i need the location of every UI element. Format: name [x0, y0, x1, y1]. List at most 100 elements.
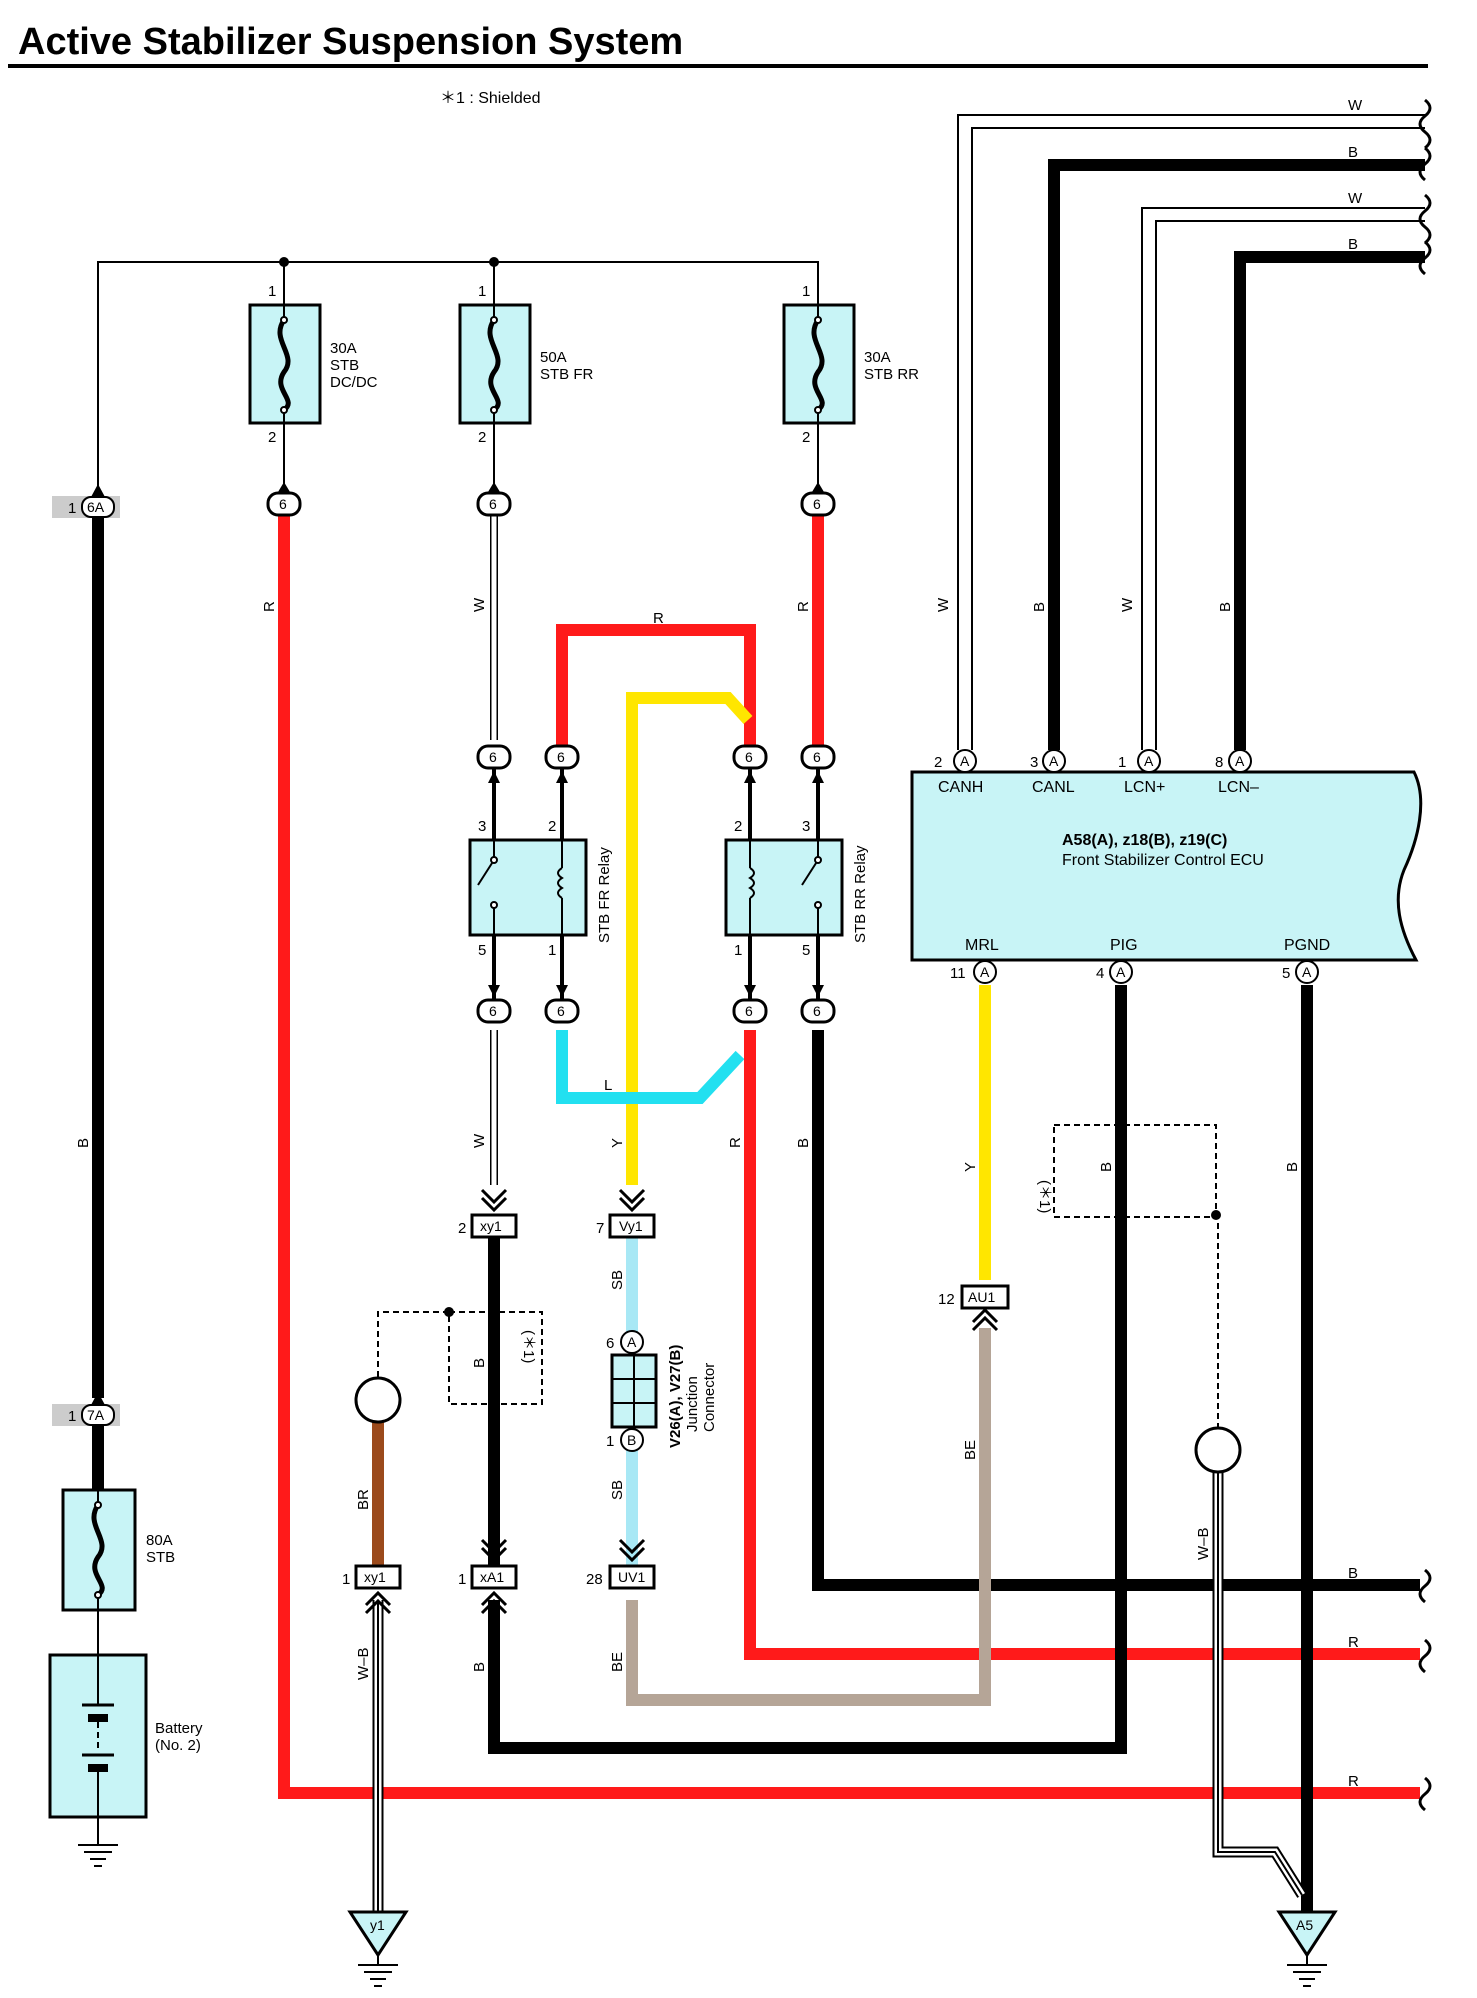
svg-text:A: A	[960, 753, 970, 769]
connector-6-rr-relay-1-bottom: 6	[732, 998, 768, 1024]
svg-text:6: 6	[813, 749, 821, 765]
connector-6-fr-top: 6	[476, 482, 512, 517]
battery: Battery (No. 2)	[48, 1653, 203, 1845]
svg-text:AU1: AU1	[968, 1289, 995, 1305]
wire-r-bridge	[556, 624, 756, 745]
wire-be	[626, 1328, 991, 1706]
svg-text:8: 8	[1215, 754, 1223, 771]
svg-text:A: A	[1116, 964, 1126, 980]
svg-text:W–B: W–B	[355, 1647, 372, 1680]
svg-text:1: 1	[478, 283, 486, 300]
svg-text:B: B	[627, 1432, 636, 1448]
svg-text:R: R	[653, 610, 664, 627]
wire-labels: W B W B B R R R L R W R W B W B B W Y R …	[75, 97, 1363, 1790]
svg-text:1: 1	[1118, 754, 1126, 771]
svg-text:6A: 6A	[87, 499, 105, 515]
connector-vy1: 7 Vy1	[596, 1188, 656, 1239]
svg-text:B: B	[1348, 1565, 1358, 1582]
connector-6-rr-relay-2-top: 6	[732, 744, 768, 770]
svg-text:1: 1	[68, 1408, 76, 1425]
svg-text:W–B: W–B	[1195, 1527, 1212, 1560]
wire-b-canl	[1048, 159, 1425, 750]
svg-text:1: 1	[548, 942, 556, 959]
connector-6-fr-relay-1-bottom: 6	[544, 998, 580, 1024]
svg-text:B: B	[75, 1138, 92, 1148]
svg-text:3: 3	[1030, 754, 1038, 771]
svg-text:W: W	[1119, 597, 1136, 612]
shielded-note: ＊1 : Shielded	[440, 90, 541, 107]
svg-text:7: 7	[596, 1220, 604, 1237]
svg-text:R: R	[727, 1137, 744, 1148]
svg-text:STB FR Relay: STB FR Relay	[596, 847, 613, 943]
svg-text:6: 6	[813, 496, 821, 512]
front-stabilizer-control-ecu: A58(A), z18(B), z19(C) Front Stabilizer …	[910, 770, 1423, 962]
relay-stb-fr: 3 2 5 1 STB FR Relay	[468, 818, 613, 959]
wire-b-pig	[488, 985, 1127, 1754]
svg-text:BE: BE	[609, 1652, 626, 1672]
svg-text:W: W	[471, 1133, 488, 1148]
svg-text:2: 2	[734, 818, 742, 835]
svg-text:W: W	[1348, 97, 1363, 114]
svg-text:6: 6	[489, 749, 497, 765]
svg-text:3: 3	[478, 818, 486, 835]
wire-b-lcnm	[1234, 251, 1425, 750]
svg-text:1: 1	[342, 1571, 350, 1588]
svg-text:7A: 7A	[87, 1407, 105, 1423]
wire-r-rr-lower	[744, 1030, 1420, 1660]
svg-text:B: B	[795, 1138, 812, 1148]
connector-6-rr-relay-5-bottom: 6	[800, 998, 836, 1024]
svg-text:1: 1	[734, 942, 742, 959]
connector-6-fr-relay-5-bottom: 6	[476, 998, 512, 1024]
svg-text:4: 4	[1096, 965, 1104, 982]
connector-6-fr-relay-2-top: 6	[544, 744, 580, 770]
svg-text:STB: STB	[146, 1549, 175, 1566]
svg-text:Vy1: Vy1	[619, 1218, 643, 1234]
svg-text:CANL: CANL	[1032, 779, 1075, 796]
svg-text:STB FR: STB FR	[540, 366, 594, 383]
wire-wb-a5	[1212, 1470, 1307, 1898]
svg-text:STB RR Relay: STB RR Relay	[852, 845, 869, 943]
page-title: Active Stabilizer Suspension System	[18, 21, 683, 63]
svg-text:R: R	[261, 601, 278, 612]
connector-6-dcdc: 6	[266, 482, 302, 517]
svg-text:12: 12	[938, 1291, 955, 1308]
svg-text:xA1: xA1	[480, 1569, 504, 1585]
relay-stb-rr: 2 3 1 5 STB RR Relay	[724, 818, 869, 959]
svg-text:1: 1	[268, 283, 276, 300]
ecu-bottom-pins: 11 A 4 A 5 A	[950, 960, 1319, 984]
svg-text:A58(A), z18(B), z19(C): A58(A), z18(B), z19(C)	[1062, 832, 1227, 849]
svg-text:BE: BE	[962, 1440, 979, 1460]
svg-text:6: 6	[606, 1335, 614, 1352]
fuse-stb-dcdc: 1 30A STB DC/DC 2	[248, 283, 378, 446]
wire-y	[626, 692, 753, 1185]
svg-text:SB: SB	[609, 1270, 626, 1290]
shield-right: (＊1)	[1036, 1124, 1242, 1474]
svg-text:B: B	[1031, 602, 1048, 612]
svg-text:R: R	[795, 601, 812, 612]
connector-6-rr-top: 6	[800, 482, 836, 517]
svg-text:1: 1	[68, 500, 76, 517]
svg-text:B: B	[1348, 144, 1358, 161]
svg-text:30A: 30A	[864, 349, 891, 366]
svg-text:2: 2	[478, 429, 486, 446]
svg-text:1: 1	[802, 283, 810, 300]
svg-text:A: A	[980, 964, 990, 980]
svg-text:A: A	[1144, 753, 1154, 769]
svg-text:6: 6	[557, 749, 565, 765]
svg-text:LCN–: LCN–	[1218, 779, 1259, 796]
svg-text:2: 2	[458, 1220, 466, 1237]
ground-y1: y1	[347, 1910, 409, 1987]
svg-text:Junction: Junction	[684, 1376, 701, 1432]
svg-text:3: 3	[802, 818, 810, 835]
svg-text:xy1: xy1	[480, 1218, 502, 1234]
connector-uv1: 28 UV1	[586, 1538, 656, 1590]
svg-text:6: 6	[489, 1003, 497, 1019]
junction-connector: 6 A 1 B V26(A), V27(B) Junction Connecto…	[606, 1330, 718, 1452]
svg-text:Y: Y	[609, 1138, 626, 1148]
wire-l	[556, 1030, 745, 1104]
wire-w-lcnp	[1141, 207, 1425, 750]
top-bus	[97, 257, 819, 502]
connector-xy1-bottom: 1 xy1	[342, 1564, 402, 1615]
svg-text:5: 5	[802, 942, 810, 959]
